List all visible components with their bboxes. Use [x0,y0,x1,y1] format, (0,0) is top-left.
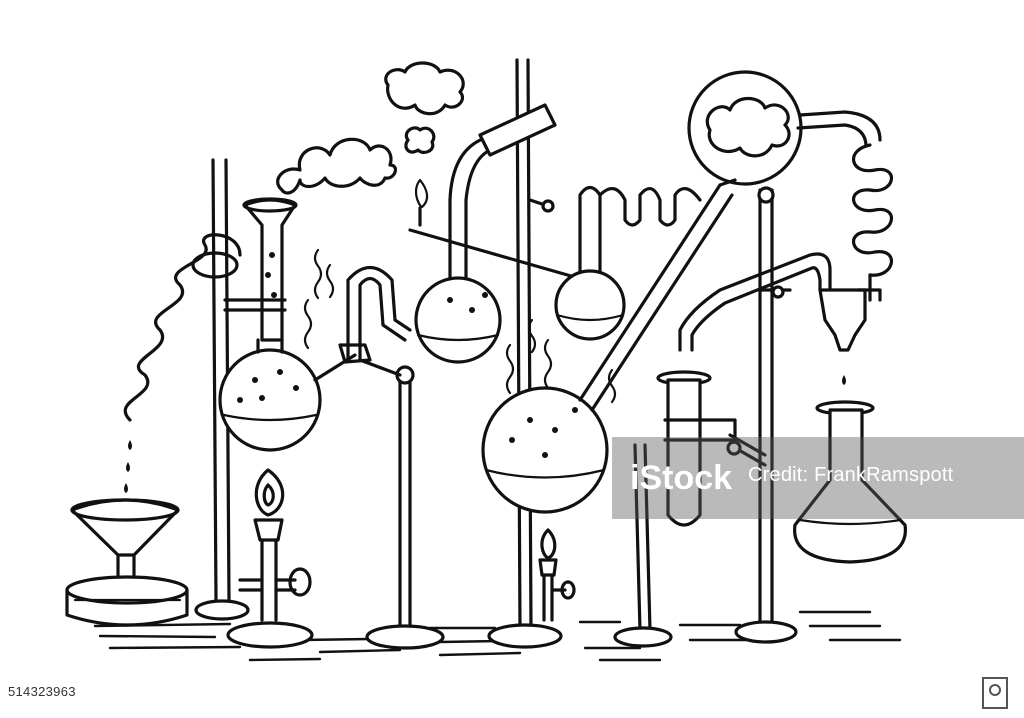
right-coil [851,143,894,302]
round-flask-middle [414,136,502,364]
droplets-left [124,440,132,493]
dropper-right [818,288,882,385]
smoke-left [276,137,398,195]
burner-center [538,528,576,622]
sphere-top-right [687,70,882,187]
clamp-left [338,343,372,364]
getty-logo-icon [982,677,1008,709]
istock-logo-text: iStock [630,459,732,497]
funnel-and-dish [65,498,189,627]
round-flask-large-center [481,183,734,514]
round-flask-left [218,338,357,452]
floor-hatching [93,610,902,662]
tall-column [242,197,298,342]
test-tube [613,370,767,648]
round-flask-upper-right [554,185,626,341]
small-flame [414,178,429,227]
conical-flask-right [793,400,907,564]
stock-id: 514323963 [8,684,76,699]
center-stand [408,58,622,649]
burner-left [226,468,314,649]
smoke-puffs [384,61,465,155]
middle-stand [358,358,445,650]
wavy-condenser [598,187,702,227]
right-tube [678,252,832,352]
fume-squiggles [303,248,617,404]
footer-bar: 514323963 [0,673,1024,718]
watermark-overlay: iStock Credit: FrankRamspott [612,437,1024,519]
istock-logo: iStock [630,459,732,497]
u-tube-middle [346,265,412,362]
right-stand [734,186,798,644]
watermark-caption: Credit: FrankRamspott [748,464,954,486]
